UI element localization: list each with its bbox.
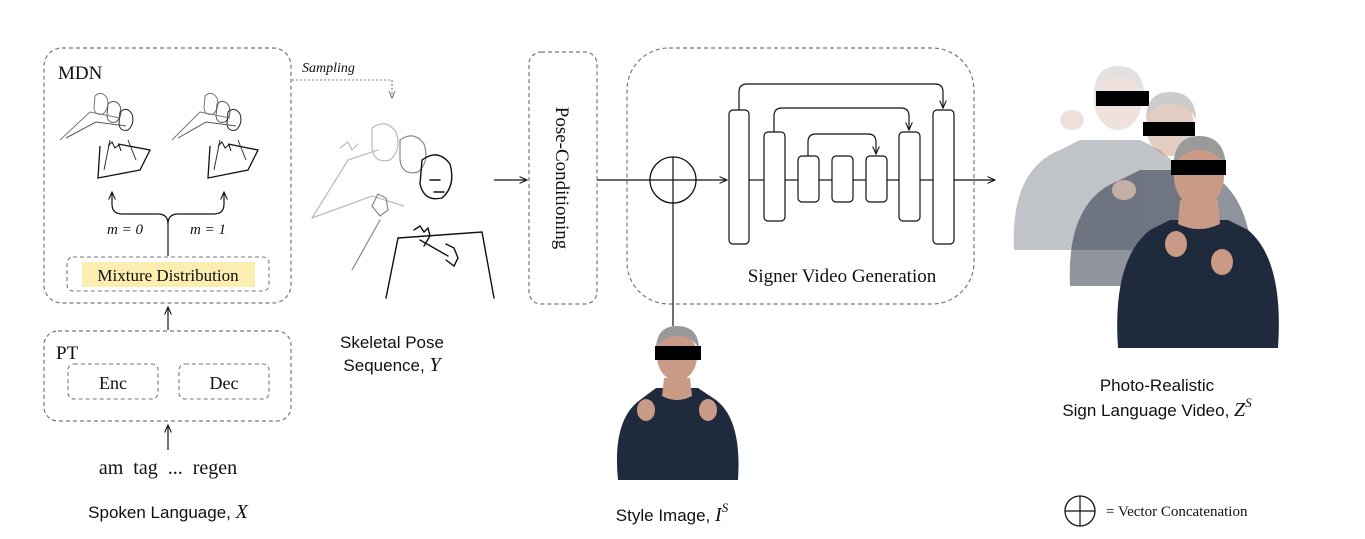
branch-connector-right — [167, 192, 224, 225]
mixture-label: Mixture Distribution — [97, 266, 239, 285]
unet-block-mid3 — [865, 155, 888, 203]
output-frame-front-censor — [1171, 160, 1226, 175]
pose-conditioning-label: Pose-Conditioning — [551, 107, 572, 250]
sampling-label: Sampling — [302, 61, 355, 76]
unet-block-dec1 — [932, 109, 955, 245]
spoken-language-caption: Spoken Language, X — [88, 501, 248, 523]
style-image-caption: Style Image, IS — [616, 500, 729, 526]
skeletal-pose-sketch — [311, 123, 495, 299]
unet-block-enc1 — [728, 109, 750, 245]
pose-conditioning-box — [528, 51, 598, 305]
legend-label: = Vector Concatenation — [1106, 504, 1248, 520]
mixture-highlight — [82, 262, 255, 287]
mdn-box — [43, 47, 292, 304]
pt-title: PT — [56, 343, 79, 364]
mixture-box — [66, 256, 270, 292]
unet-block-mid2 — [831, 155, 854, 203]
branch-right-label: m = 1 — [190, 222, 226, 238]
unet-block-enc2 — [763, 131, 786, 222]
unet — [728, 109, 955, 245]
encoder-label: Enc — [99, 373, 127, 393]
unet-connections — [738, 83, 943, 181]
encoder-box — [67, 363, 159, 400]
unet-block-dec2 — [898, 131, 921, 222]
pose-caption-line2: Sequence, Y — [343, 354, 442, 376]
generator-label: Signer Video Generation — [748, 266, 937, 287]
pt-box — [43, 330, 292, 422]
mdn-title: MDN — [58, 63, 103, 84]
output-caption-line2: Sign Language Video, ZS — [1062, 395, 1252, 421]
input-tokens: am tag ... regen — [99, 457, 237, 479]
branch-left-label: m = 0 — [107, 222, 143, 238]
output-frame-back-censor — [1096, 91, 1149, 106]
decoder-label: Dec — [210, 373, 239, 393]
style-image — [616, 326, 739, 480]
style-image-censor-bar — [655, 346, 701, 360]
mdn-pose-sketch-left — [59, 92, 151, 179]
sampling-arrow — [291, 79, 392, 98]
generator-box — [626, 47, 975, 305]
legend: = Vector Concatenation — [1064, 495, 1248, 527]
output-video-frames — [1013, 66, 1279, 348]
decoder-box — [178, 363, 270, 400]
output-frame-middle-censor — [1143, 122, 1195, 136]
output-caption-line1: Photo-Realistic — [1100, 376, 1215, 395]
unet-block-mid1 — [797, 155, 820, 203]
branch-connector — [112, 192, 169, 256]
pose-caption-line1: Skeletal Pose — [340, 333, 444, 352]
output-frame-front — [1117, 136, 1279, 348]
mdn-pose-sketch-right — [171, 92, 259, 179]
